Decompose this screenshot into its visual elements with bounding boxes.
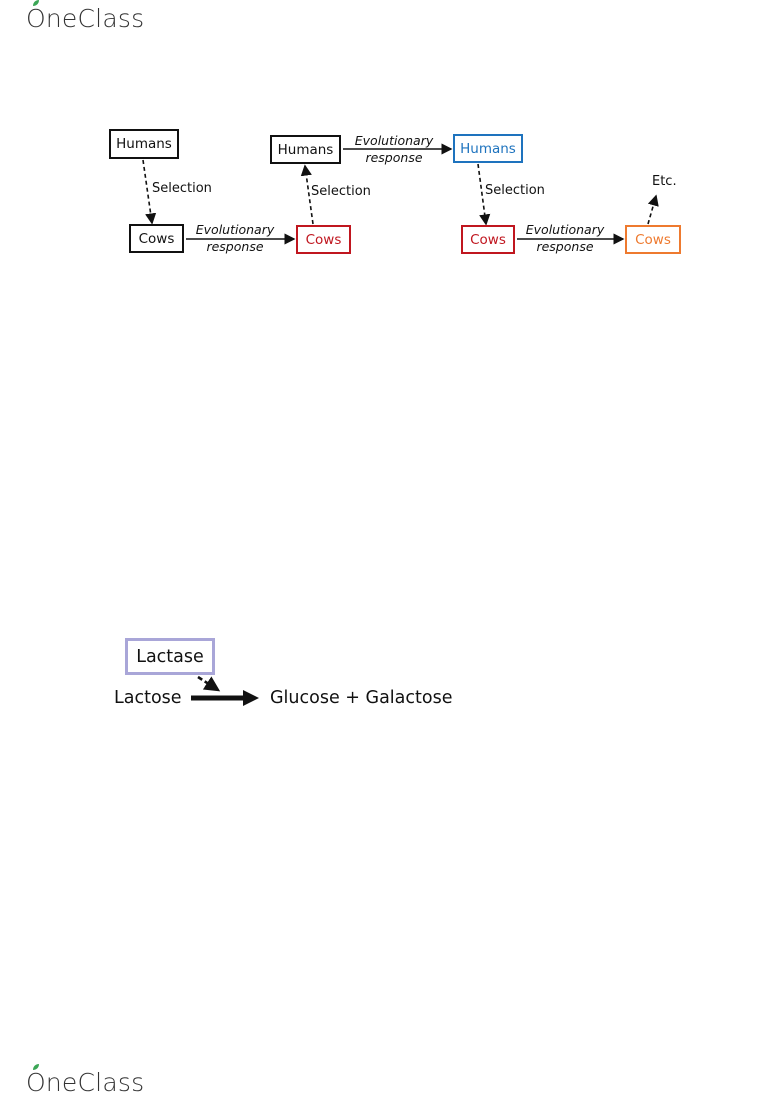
logo-o-bottom: O <box>26 1068 46 1097</box>
label-lactose: Lactose <box>114 688 182 708</box>
reaction-arrow-head <box>243 690 259 706</box>
label-products: Glucose + Galactose <box>270 688 452 708</box>
oneclass-logo-bottom: O neClass <box>26 1068 144 1097</box>
leaf-icon-bottom <box>32 1063 40 1071</box>
enzyme-arrow <box>198 677 218 690</box>
